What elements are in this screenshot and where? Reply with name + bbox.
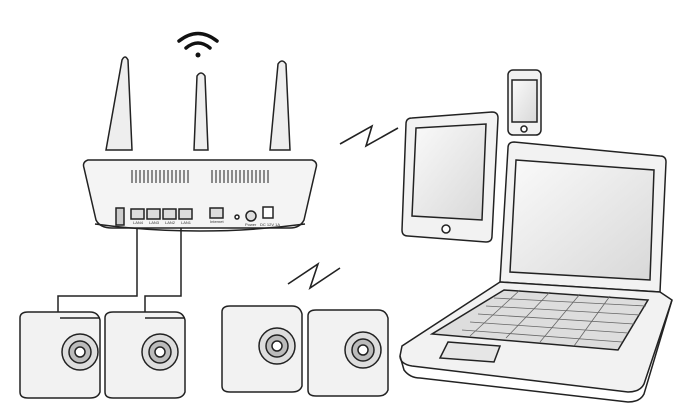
wireless-signal-icon [339,124,399,148]
tablet [401,111,499,243]
port-label-lan2: LAN2 [165,220,176,225]
cameras [19,305,389,399]
camera [104,311,186,399]
camera [221,305,303,393]
laptop [399,141,673,403]
ethernet-cables [57,228,182,312]
camera [307,309,389,397]
port-label-internet: Internet [210,219,224,224]
router-antenna-center [193,72,209,151]
router [82,56,318,232]
port-label-lan4: LAN4 [133,220,144,225]
smartphone [507,69,542,136]
port-label-power: Power [245,222,257,227]
wifi-icon [177,31,219,58]
port-label-dc: DC 12V 1A [260,222,280,227]
port-label-lan1: LAN1 [181,220,192,225]
router-antenna-left [105,56,133,151]
port-label-lan3: LAN3 [149,220,160,225]
router-antenna-right [269,60,291,151]
wireless-signal-icon [287,262,341,290]
camera [19,311,101,399]
